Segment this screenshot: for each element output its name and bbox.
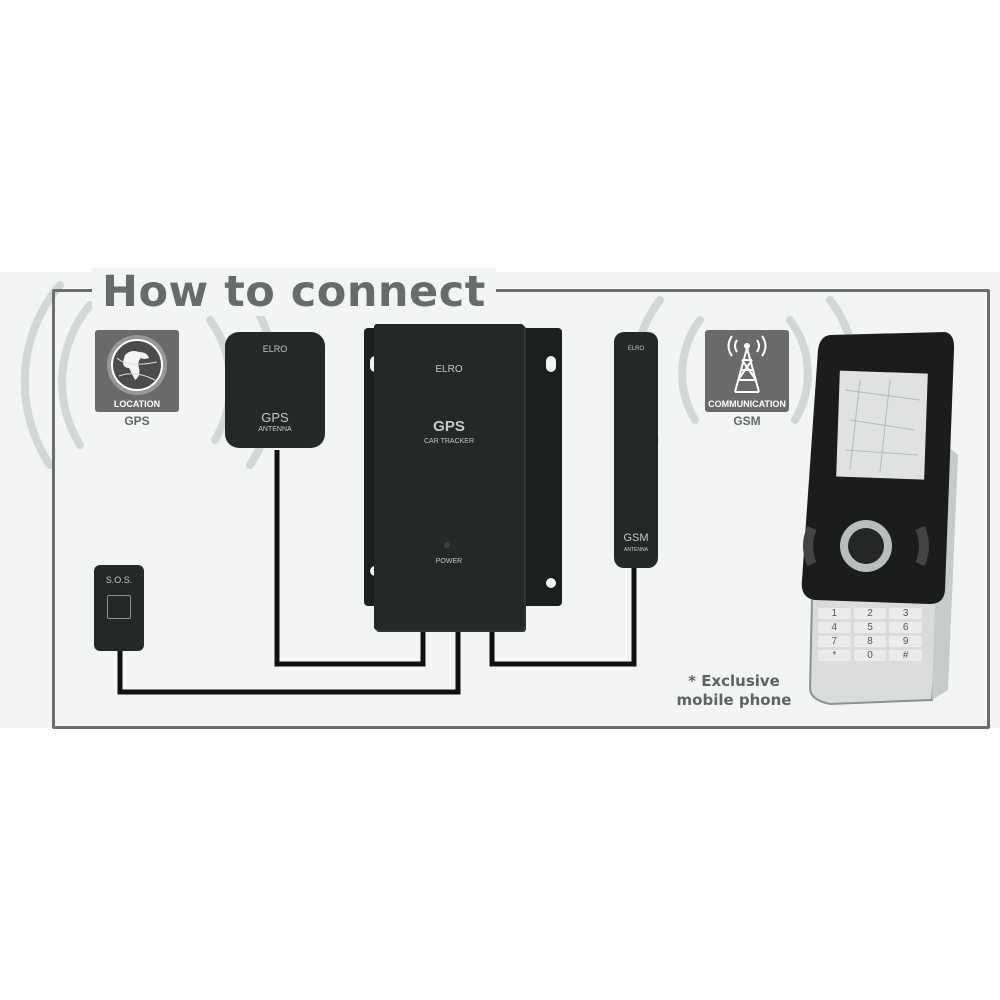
sos-button[interactable]: S.O.S. <box>94 565 144 651</box>
key[interactable]: 4 <box>818 622 851 633</box>
elro-logo: ELRO <box>435 364 463 375</box>
gps-label: GPS <box>124 414 150 428</box>
communication-caption: COMMUNICATION <box>708 399 786 409</box>
elro-logo: ELRO <box>627 346 645 352</box>
elro-logo: ELRO <box>262 344 288 354</box>
sos-cable <box>117 630 461 695</box>
exclusive-phone-note: * Exclusive mobile phone <box>676 672 792 709</box>
key[interactable]: 5 <box>853 622 887 633</box>
communication-badge: COMMUNICATION <box>705 330 789 412</box>
gps-car-tracker: ELRO GPS CAR TRACKER POWER <box>374 324 524 630</box>
gsm-antenna: ELRO GSM ANTENNA <box>614 332 658 568</box>
key[interactable]: 7 <box>818 636 851 647</box>
page-title: How to connect <box>92 268 496 316</box>
key[interactable]: 3 <box>889 608 922 619</box>
key[interactable]: * <box>818 650 851 661</box>
antenna-tower-icon <box>727 335 767 393</box>
gsm-antenna-cable <box>489 568 637 667</box>
diagram-frame <box>52 289 990 729</box>
power-label: POWER <box>435 558 463 565</box>
globe-icon <box>107 335 167 395</box>
power-led <box>444 542 450 548</box>
phone-keypad: 1 2 3 4 5 6 7 8 9 * 0 # <box>818 608 922 661</box>
key[interactable]: 8 <box>853 636 887 647</box>
key[interactable]: # <box>889 650 922 661</box>
key[interactable]: 0 <box>853 650 887 661</box>
location-badge: LOCATION <box>95 330 179 412</box>
key[interactable]: 2 <box>853 608 887 619</box>
key[interactable]: 1 <box>818 608 851 619</box>
key[interactable]: 9 <box>889 636 922 647</box>
key[interactable]: 6 <box>889 622 922 633</box>
gsm-label: GSM <box>733 414 761 428</box>
sos-push-button[interactable] <box>107 595 131 619</box>
gps-antenna: ELRO GPS ANTENNA <box>225 332 325 448</box>
gps-antenna-cable <box>274 450 426 667</box>
location-caption: LOCATION <box>113 399 161 409</box>
